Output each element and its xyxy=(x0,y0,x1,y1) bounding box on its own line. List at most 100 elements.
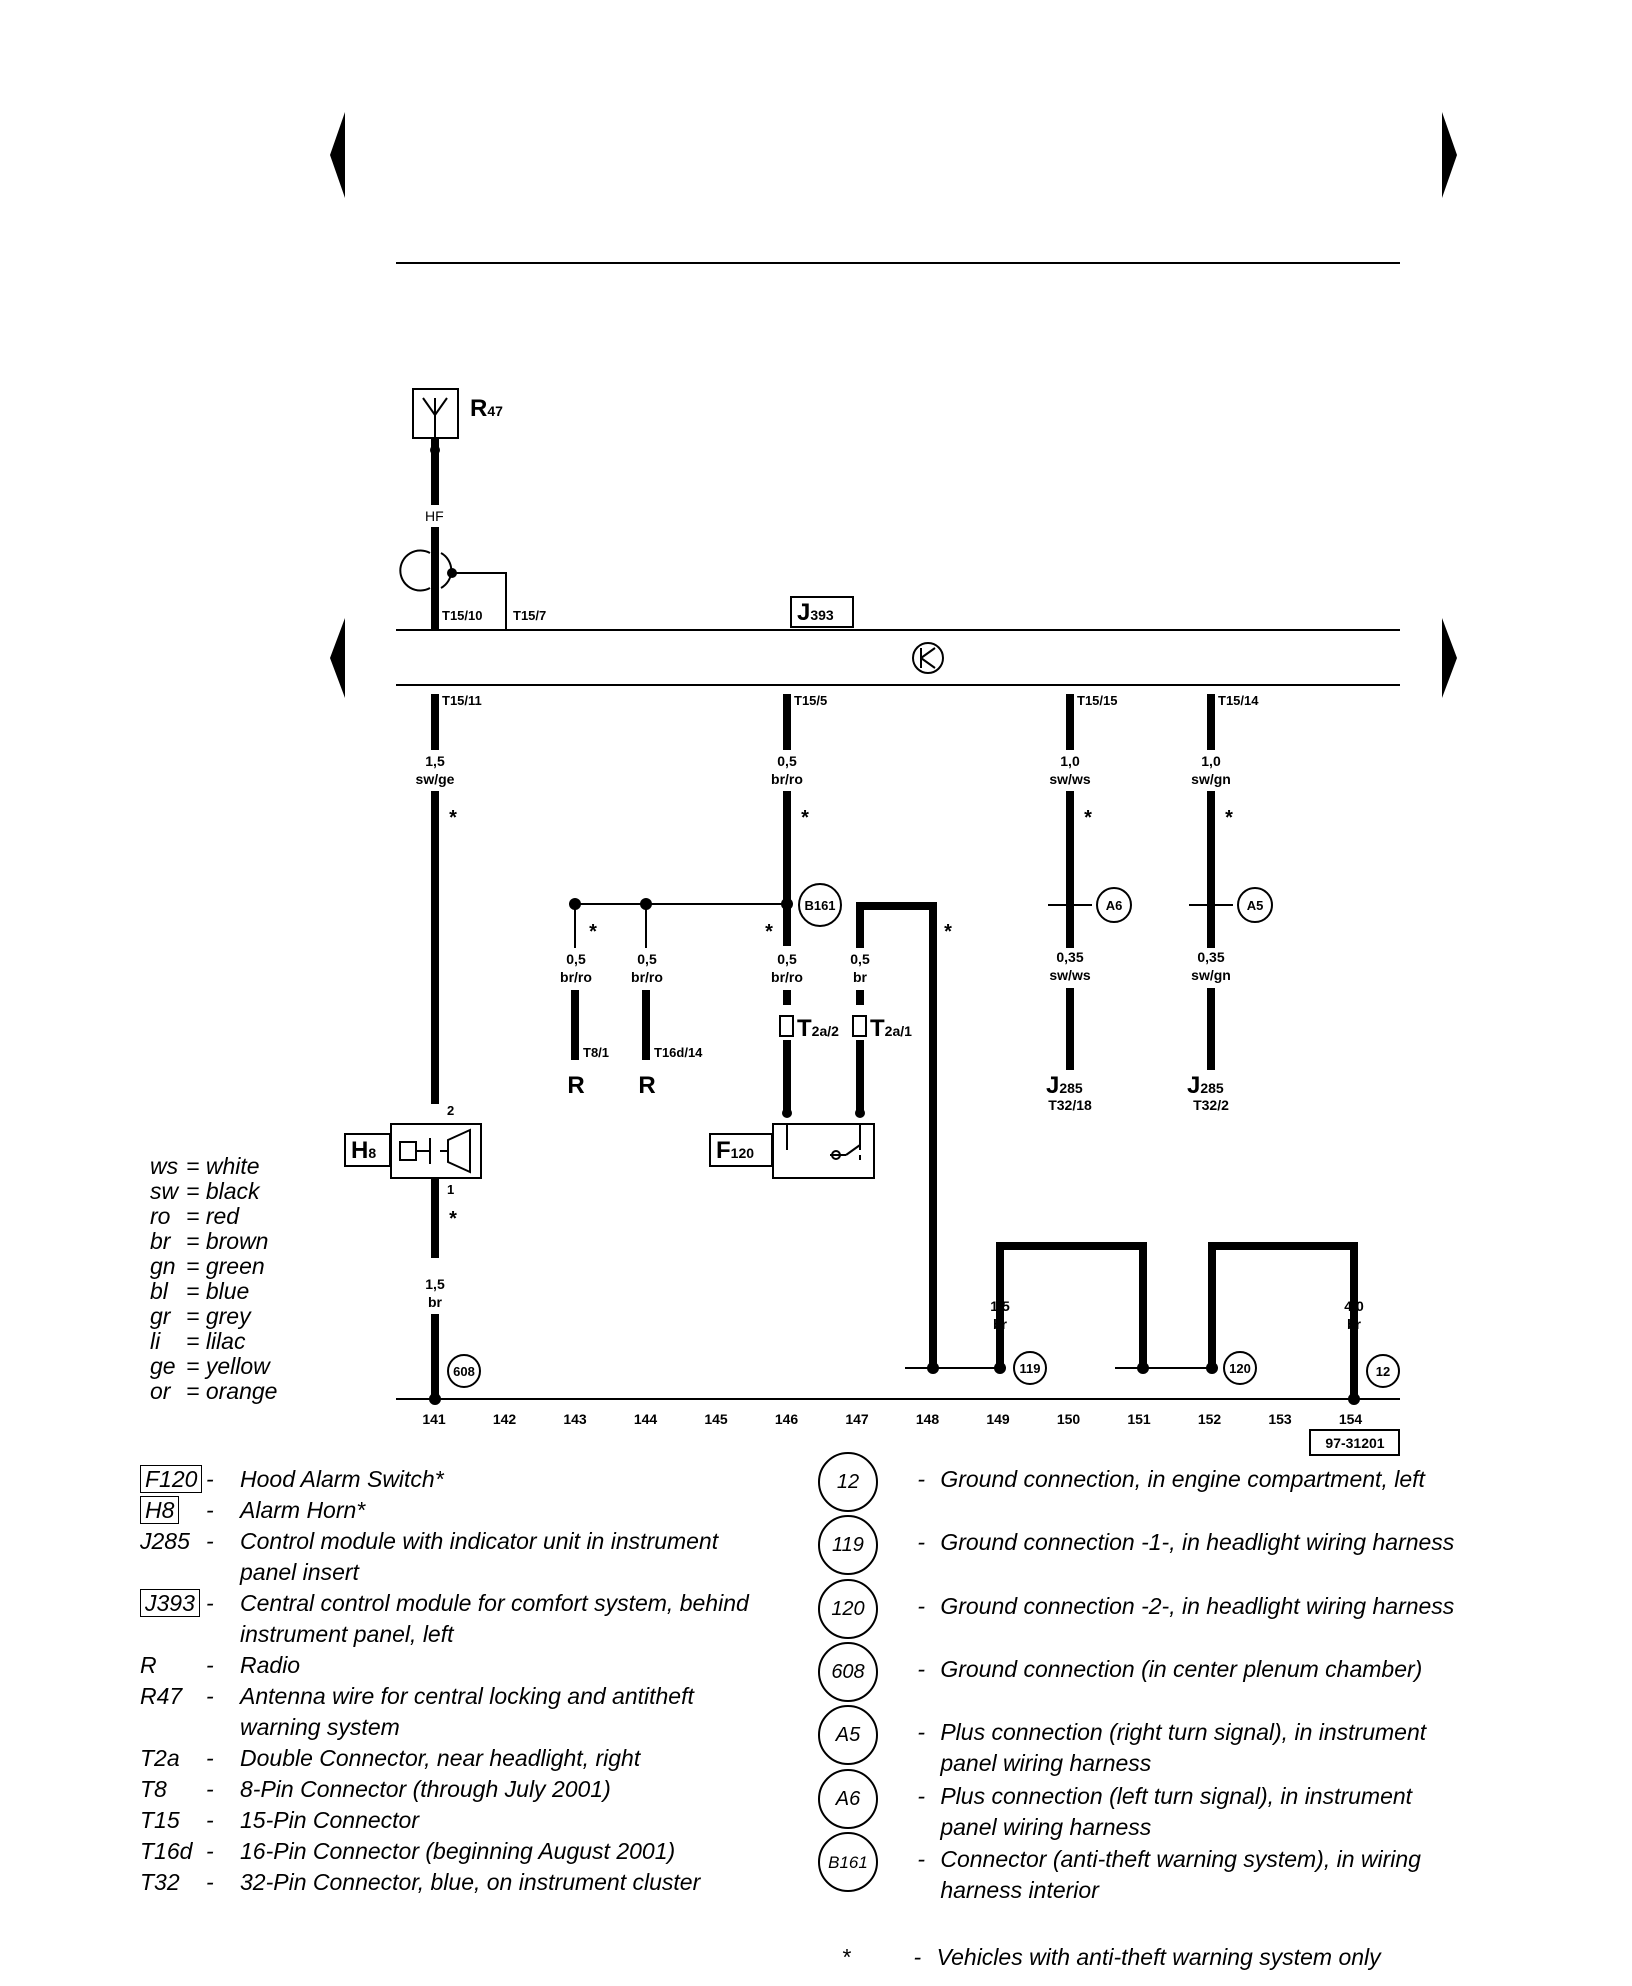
color-code: ge xyxy=(150,1353,176,1379)
connection-code: 12 xyxy=(818,1452,878,1512)
legend-description: Antenna wire for central locking and ant… xyxy=(240,1683,694,1740)
connection-code: 119 xyxy=(818,1515,878,1575)
wire-144-size: 0,5 xyxy=(637,951,657,967)
color-name: black xyxy=(205,1178,260,1204)
connection-legend-row: 119-Ground connection -1-, in headlight … xyxy=(818,1515,1458,1575)
next-page-arrow-icon[interactable] xyxy=(1442,112,1457,198)
asterisk-152: * xyxy=(1225,807,1233,829)
legend-description: 8-Pin Connector (through July 2001) xyxy=(240,1776,611,1802)
shield-wire xyxy=(452,572,507,630)
legend-code-text: T15 xyxy=(140,1807,180,1833)
legend-code-text: F120 xyxy=(140,1465,203,1493)
column-number: 143 xyxy=(563,1411,587,1427)
wire-152-154-loop xyxy=(1208,1242,1358,1395)
j393-symbol-icon xyxy=(912,642,944,674)
legend-description: Central control module for comfort syste… xyxy=(240,1590,749,1647)
legend-code: R47 xyxy=(140,1681,206,1743)
legend-dash: - xyxy=(206,1838,214,1864)
pin-h8-2: 2 xyxy=(447,1103,454,1118)
color-code: br xyxy=(150,1228,171,1254)
hood-alarm-switch[interactable] xyxy=(772,1123,875,1179)
legend-row: T8-8-Pin Connector (through July 2001) xyxy=(140,1774,780,1805)
wire-141-color: sw/ge xyxy=(416,771,455,787)
f120-pin-dot-147 xyxy=(855,1108,865,1118)
legend-description: Double Connector, near headlight, right xyxy=(240,1745,641,1771)
column-number: 150 xyxy=(1057,1411,1081,1427)
legend-row: F120-Hood Alarm Switch* xyxy=(140,1464,780,1495)
legend-code: J393 xyxy=(140,1588,206,1650)
j393-label-box xyxy=(790,596,854,628)
column-number: 146 xyxy=(775,1411,799,1427)
column-number: 145 xyxy=(704,1411,728,1427)
legend-code: R xyxy=(140,1650,206,1681)
ground-dot-152 xyxy=(1206,1362,1218,1374)
wire-149-size: 1,5 xyxy=(990,1298,1010,1314)
legend-code: T8 xyxy=(140,1774,206,1805)
legend-dash: - xyxy=(206,1528,214,1554)
wire-144-color: br/ro xyxy=(631,969,663,985)
color-key-row: bl= blue xyxy=(150,1278,250,1304)
ground-120-circle xyxy=(1223,1351,1257,1385)
wire-152-size: 1,0 xyxy=(1201,753,1221,769)
pin-t15-7: T15/7 xyxy=(513,608,546,623)
legend-dash: - xyxy=(206,1497,214,1523)
legend-description: Radio xyxy=(240,1652,301,1678)
switch-icon xyxy=(786,1124,861,1160)
legend-code-text: R47 xyxy=(140,1683,183,1709)
color-name: blue xyxy=(205,1278,250,1304)
r47-label: R47 xyxy=(470,395,503,422)
color-name: white xyxy=(205,1153,260,1179)
wire-150b-color: sw/ws xyxy=(1049,967,1090,983)
legend-description: Hood Alarm Switch* xyxy=(240,1466,444,1492)
legend-row: T2a-Double Connector, near headlight, ri… xyxy=(140,1743,780,1774)
doc-number: 97-31201 xyxy=(1325,1435,1384,1451)
legend-dash: - xyxy=(206,1652,214,1678)
pin-t8-1: T8/1 xyxy=(583,1045,609,1060)
wire-150b-size: 0,35 xyxy=(1056,949,1083,965)
asterisk-143: * xyxy=(589,921,597,943)
t2a2-connector-icon xyxy=(779,1015,794,1037)
j285-label-152: J285 xyxy=(1187,1072,1224,1099)
pin-t32-18: T32/18 xyxy=(1048,1097,1092,1113)
legend-code: J285 xyxy=(140,1526,206,1588)
hf-label: HF xyxy=(425,508,444,524)
legend-dash: - xyxy=(206,1590,214,1616)
color-code: li xyxy=(150,1328,161,1354)
radio-label-143: R xyxy=(567,1072,584,1099)
connection-dash: - xyxy=(917,1466,925,1492)
prev-section-arrow-icon[interactable] xyxy=(330,618,345,698)
prev-page-arrow-icon[interactable] xyxy=(330,112,345,198)
color-name: yellow xyxy=(205,1353,270,1379)
column-number: 151 xyxy=(1127,1411,1151,1427)
next-section-arrow-icon[interactable] xyxy=(1442,618,1457,698)
connection-dash: - xyxy=(917,1846,925,1872)
connection-code: A5 xyxy=(818,1705,878,1765)
j393-symbol-glyph xyxy=(920,647,936,669)
legend-dash: - xyxy=(206,1745,214,1771)
f120-pin-dot-146 xyxy=(782,1108,792,1118)
connection-dash: - xyxy=(917,1783,925,1809)
t2a2-label: T2a/2 xyxy=(797,1015,839,1042)
ground-12-circle xyxy=(1366,1354,1400,1388)
connection-description: Ground connection -2-, in headlight wiri… xyxy=(940,1593,1455,1619)
antenna-icon xyxy=(422,397,448,438)
connection-description: Plus connection (right turn signal), in … xyxy=(940,1719,1427,1776)
connection-dash: - xyxy=(917,1656,925,1682)
wire-141b-size: 1,5 xyxy=(425,1276,445,1292)
asterisk-150: * xyxy=(1084,807,1092,829)
legend-dash: - xyxy=(206,1776,214,1802)
wire-141-size: 1,5 xyxy=(425,753,445,769)
wire-146b-color: br/ro xyxy=(771,969,803,985)
switch-contact-icon xyxy=(831,1150,841,1160)
component-legend: F120-Hood Alarm Switch*H8-Alarm Horn*J28… xyxy=(140,1464,780,1898)
color-code: or xyxy=(150,1378,171,1404)
legend-code: T32 xyxy=(140,1867,206,1898)
connection-legend-row: B161-Connector (anti-theft warning syste… xyxy=(818,1832,1458,1906)
connection-description: Connector (anti-theft warning system), i… xyxy=(940,1846,1421,1903)
wire-150-color: sw/ws xyxy=(1049,771,1090,787)
h8-label: H8 xyxy=(351,1137,376,1164)
j285-label-150: J285 xyxy=(1046,1072,1083,1099)
asterisk-141: * xyxy=(449,807,457,829)
legend-row: J285-Control module with indicator unit … xyxy=(140,1526,780,1588)
